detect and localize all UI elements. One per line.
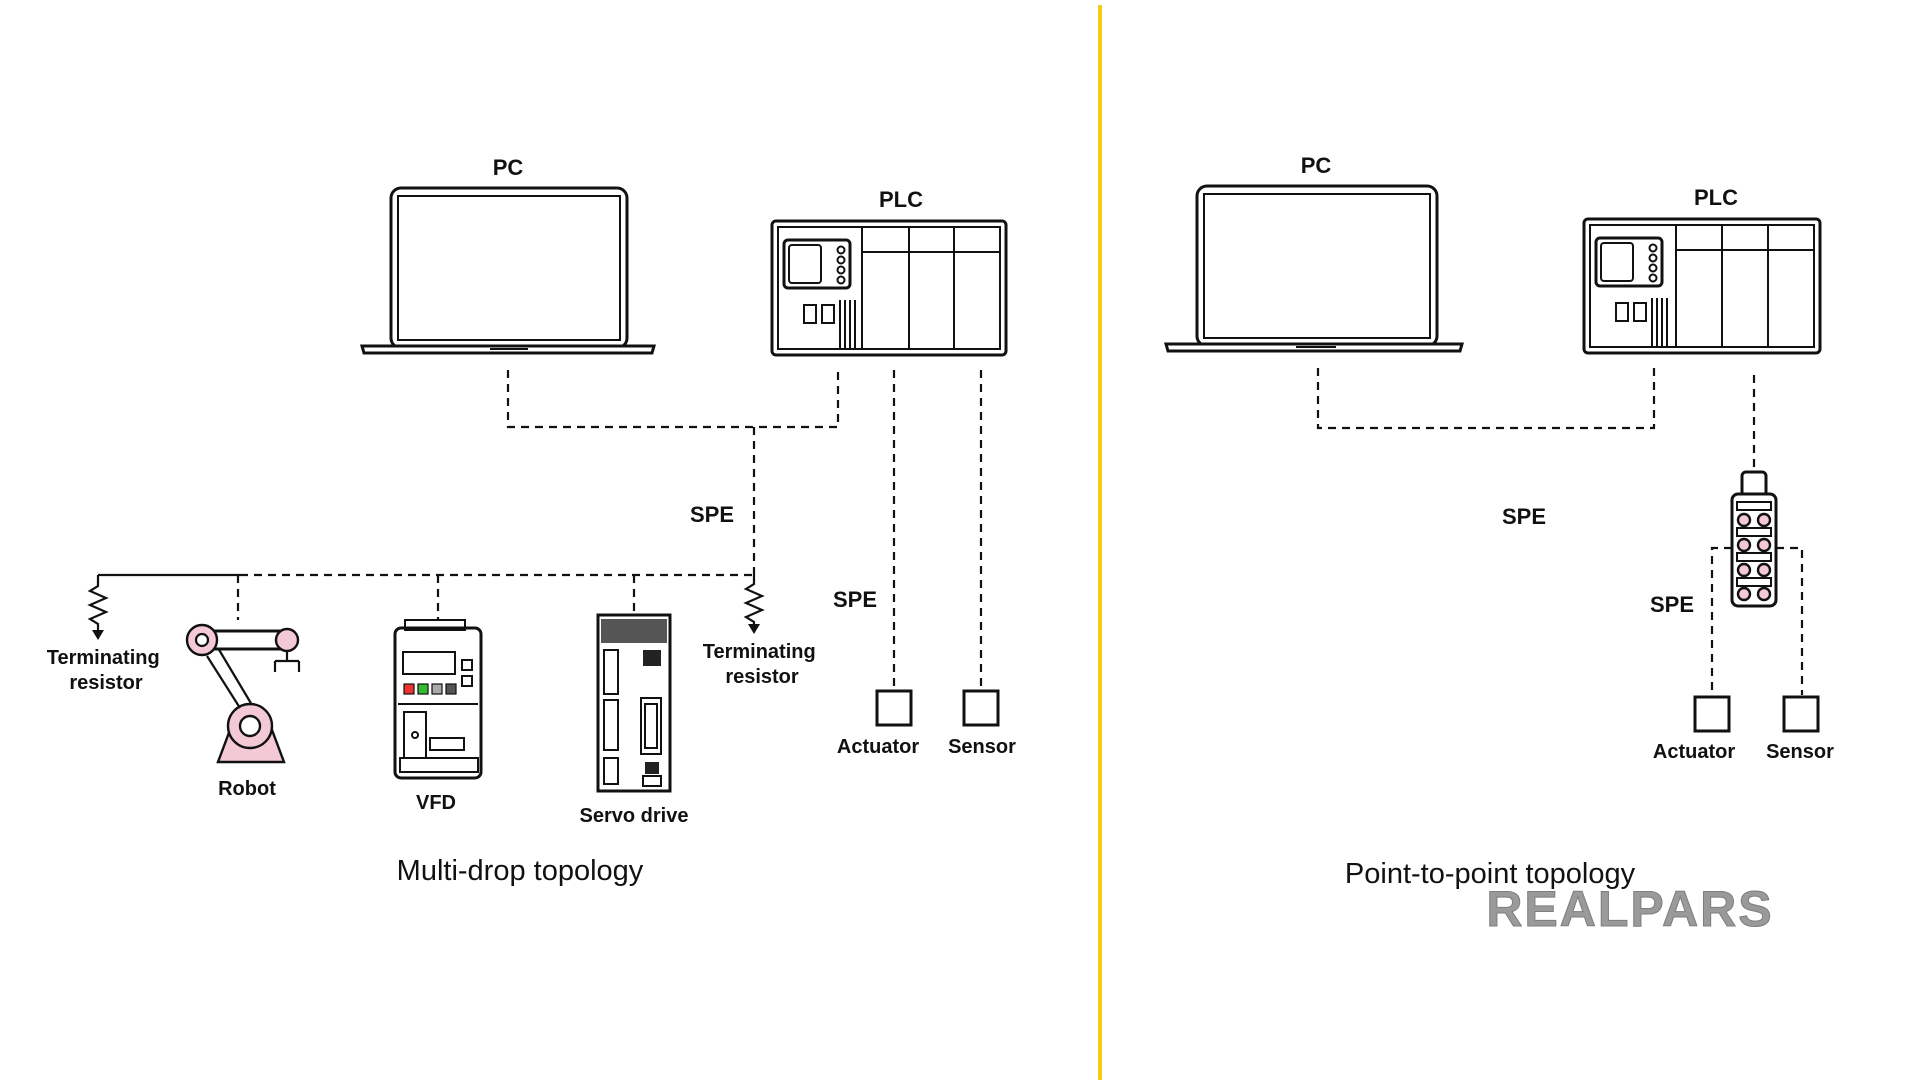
- right-spe-label-1: SPE: [1502, 504, 1546, 529]
- left-title: Multi-drop topology: [397, 855, 644, 887]
- right-pc-plc-link: [1316, 368, 1656, 430]
- left-pc-plc-link: [506, 370, 840, 429]
- robot-icon: [185, 623, 301, 764]
- left-pc-laptop: [360, 186, 656, 355]
- right-actuator-box: [1693, 695, 1731, 733]
- left-sensor-box: [962, 689, 1000, 727]
- servo-drive-label: Servo drive: [580, 805, 689, 827]
- right-pc-laptop: [1164, 184, 1464, 353]
- right-actuator-link: [1710, 546, 1732, 695]
- right-actuator-label: Actuator: [1653, 741, 1735, 763]
- vfd-label: VFD: [416, 792, 456, 814]
- robot-label: Robot: [218, 778, 276, 800]
- left-spe-label-2: SPE: [833, 587, 877, 612]
- right-title: Point-to-point topology: [1345, 858, 1636, 890]
- right-sensor-link: [1776, 546, 1804, 695]
- right-pc-label: PC: [1301, 153, 1332, 178]
- right-terminating-resistor-label: Terminating resistor: [703, 641, 822, 688]
- left-pc-label: PC: [493, 155, 524, 180]
- right-terminating-resistor: [743, 575, 765, 634]
- spe-switch-icon: [1730, 470, 1778, 608]
- left-panel: PC PLC SPE: [47, 155, 1016, 887]
- left-plc: [770, 219, 1008, 357]
- right-plc: [1582, 217, 1822, 355]
- left-plc-label: PLC: [879, 187, 923, 212]
- left-actuator-label: Actuator: [837, 736, 919, 758]
- left-spe-label-1: SPE: [690, 502, 734, 527]
- left-terminating-resistor-label: Terminating resistor: [47, 647, 166, 694]
- right-panel: PC PLC SPE: [1164, 153, 1834, 938]
- right-plc-label: PLC: [1694, 185, 1738, 210]
- vfd-icon: [393, 619, 483, 780]
- servo-drive-icon: [596, 613, 672, 793]
- right-sensor-label: Sensor: [1766, 741, 1834, 763]
- left-actuator-box: [875, 689, 913, 727]
- right-spe-label-2: SPE: [1650, 592, 1694, 617]
- left-sensor-label: Sensor: [948, 736, 1016, 758]
- realpars-logo: REALPARS: [1486, 881, 1773, 937]
- right-sensor-box: [1782, 695, 1820, 733]
- left-terminating-resistor: [87, 575, 109, 640]
